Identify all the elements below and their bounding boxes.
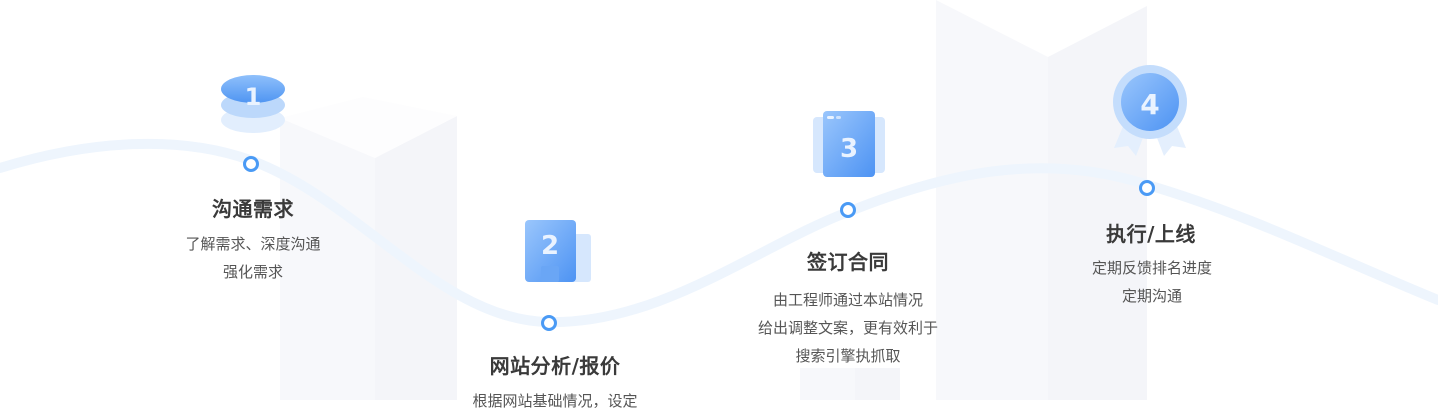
svg-text:4: 4 — [1140, 88, 1159, 121]
browser-window-icon: 3 — [813, 111, 885, 177]
svg-text:2: 2 — [541, 231, 559, 261]
svg-text:3: 3 — [840, 134, 858, 164]
step-description: 由工程师通过本站情况 给出调整文案，更有效利于 搜索引擎执抓取 — [757, 291, 939, 365]
medal-badge-icon: 4 — [1113, 65, 1187, 156]
step-title: 网站分析/报价 — [489, 354, 621, 378]
background-decoration — [0, 6, 1438, 400]
step-title: 沟通需求 — [212, 197, 294, 221]
step-title: 签订合同 — [807, 250, 889, 274]
timeline-dot-3 — [840, 202, 856, 218]
document-stack-icon: 2 — [525, 220, 591, 282]
step-description: 定期反馈排名进度 定期沟通 — [1091, 259, 1213, 305]
stacked-disc-icon: 1 — [221, 75, 285, 133]
step-description: 了解需求、深度沟通 强化需求 — [185, 235, 321, 281]
step-description: 根据网站基础情况，设定 — [472, 392, 638, 410]
svg-text:1: 1 — [245, 83, 262, 111]
step-title: 执行/上线 — [1106, 222, 1196, 246]
timeline-dot-1 — [243, 156, 259, 172]
timeline-dot-4 — [1139, 180, 1155, 196]
timeline-dot-2 — [541, 315, 557, 331]
